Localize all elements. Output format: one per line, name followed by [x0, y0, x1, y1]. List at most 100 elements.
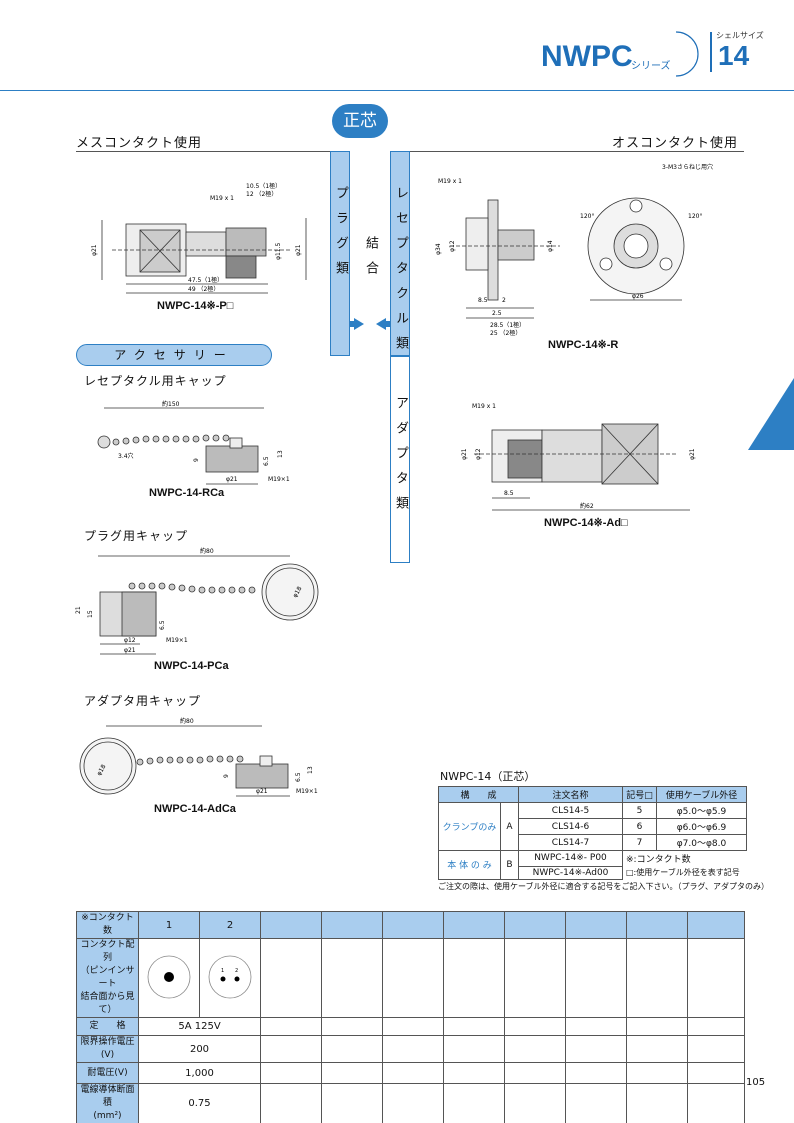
pcap-dim-5: φ12 [124, 637, 136, 644]
layout-2pin: 1 2 [199, 938, 261, 1018]
center-alignment-badge: 正芯 [332, 104, 388, 138]
plug-dim-5: φ21 [295, 244, 302, 256]
withstand-value: 1,000 [138, 1062, 261, 1084]
clamp-code: A [500, 802, 519, 851]
pcap-dim-4: 6.5 [159, 620, 166, 630]
table-row: 限界操作電圧(V) 200 [76, 1035, 745, 1063]
adcap-dim-5: φ21 [256, 788, 268, 795]
rating-label: 定 格 [76, 1017, 139, 1036]
order-code: 5 [622, 802, 657, 819]
rcap-heading: レセプタクル用キャップ [84, 374, 227, 388]
adcap-caption: NWPC-14-AdCa [154, 803, 236, 815]
rec-dim-2: φ34 [435, 243, 442, 255]
adcap-dim-0: 約80 [180, 717, 194, 725]
rec-dim-8: 8.5 [478, 297, 488, 304]
pcap-dim-7: φ21 [124, 647, 136, 654]
rcap-caption: NWPC-14-RCa [149, 487, 225, 499]
plug-dim-0: M19 x 1 [210, 195, 234, 202]
plug-column [330, 151, 350, 356]
mating-label: 結合 [363, 236, 378, 286]
rec-dim-3: φ12 [449, 240, 456, 252]
pcap-heading: プラグ用キャップ [84, 529, 189, 543]
order-table: 構 成 注文名称 記号□ 使用ケーブル外径 クランプのみ A CLS14-5 5… [438, 786, 747, 880]
rec-dim-1: 3-M3さらねじ用穴 [662, 163, 713, 171]
rec-dim-0: M19 x 1 [438, 178, 462, 185]
header-rule [0, 90, 794, 91]
layout-1pin [138, 938, 200, 1018]
table-row: ※コンタクト数 1 2 [76, 911, 745, 939]
series-suffix: シリーズ [631, 61, 671, 72]
rating-value: 5A 125V [138, 1017, 261, 1036]
pin-layout-1-icon [147, 955, 191, 998]
plug-dim-3: φ21 [91, 244, 98, 256]
voltage-label: 限界操作電圧(V) [76, 1035, 139, 1063]
order-name: CLS14-5 [518, 802, 623, 819]
arrow-left-icon [376, 318, 386, 330]
plug-dim-4: φ11.5 [275, 243, 282, 261]
rec-dim-4: φ14 [547, 240, 554, 252]
male-heading-rule [410, 151, 744, 152]
series-arc [675, 31, 699, 77]
order-cable: φ6.0〜φ6.9 [656, 818, 747, 835]
order-name: NWPC-14※- P00 [518, 850, 623, 867]
page-number: 105 [746, 1077, 766, 1088]
body-code: B [500, 850, 519, 880]
adcap-dim-2: 9 [223, 774, 230, 778]
plug-dim-6: 47.5（1極） [188, 276, 223, 284]
ad-dim-0: M19 x 1 [472, 403, 496, 410]
female-heading-rule [76, 151, 331, 152]
rcap-dim-2: 9 [193, 458, 200, 462]
rcap-dim-1: 3.4穴 [118, 452, 134, 460]
ad-dim-2: φ12 [475, 448, 482, 460]
spec-table: ※コンタクト数 1 2 コンタクト配列 （ピンインサート 結合面から見て） 1 … [76, 911, 745, 1123]
ad-dim-3: φ21 [689, 448, 696, 460]
rcap-dim-6: M19×1 [268, 476, 290, 483]
wire-value: 0.75 [138, 1083, 261, 1123]
rcap-dim-4: 13 [277, 450, 284, 458]
order-code: 6 [622, 818, 657, 835]
pcap-dim-1: 21 [75, 606, 82, 614]
shell-size-number: 14 [718, 40, 750, 71]
pcap-dim-2: 15 [87, 610, 94, 618]
rec-dim-5: 120° [580, 213, 594, 220]
order-name: CLS14-6 [518, 818, 623, 835]
ad-dim-5: 約62 [580, 502, 594, 510]
female-contact-heading: メスコンタクト使用 [76, 136, 203, 151]
pcap-caption: NWPC-14-PCa [154, 660, 229, 672]
rec-dim-11: 28.5（1極） [490, 321, 525, 329]
adcap-heading: アダプタ用キャップ [84, 694, 202, 708]
contact-count-1: 1 [138, 911, 200, 939]
layout-label: コンタクト配列 （ピンインサート 結合面から見て） [76, 938, 139, 1018]
rec-dim-7: φ26 [632, 293, 644, 300]
rcap-dim-0: 約150 [162, 400, 180, 408]
table-row: 本 体 の み B NWPC-14※- P00 ※:コンタクト数 [438, 850, 747, 880]
adcap-dim-3: 6.5 [295, 772, 302, 782]
adapter-column [390, 356, 410, 563]
adapter-caption: NWPC-14※-Ad□ [544, 517, 628, 529]
pcap-dim-0: 約80 [200, 547, 214, 555]
order-name: NWPC-14※-Ad00 [518, 865, 623, 880]
order-code: 7 [622, 834, 657, 851]
table-row: 電線導体断面積 (mm²) 0.75 [76, 1083, 745, 1123]
order-note-contacts: ※:コンタクト数 [622, 850, 747, 866]
shell-size-label: シェルサイズ [716, 31, 764, 40]
receptacle-column-label: レセプタクル類 [393, 186, 408, 361]
table-row: 定 格 5A 125V [76, 1017, 745, 1036]
plug-dim-2: 12 （2極） [246, 190, 277, 198]
clamp-label: クランプのみ [438, 802, 501, 851]
male-contact-heading: オスコンタクト使用 [612, 136, 739, 151]
wire-label: 電線導体断面積 (mm²) [76, 1083, 139, 1123]
table-row: コンタクト配列 （ピンインサート 結合面から見て） 1 2 [76, 938, 745, 1018]
table-row: クランプのみ A CLS14-5 5 φ5.0〜φ5.9 [438, 802, 747, 851]
pin-label-1: 1 [221, 968, 224, 974]
order-name: CLS14-7 [518, 834, 623, 851]
contacts-label: ※コンタクト数 [76, 911, 139, 939]
table-row: CLS14-7 7 φ7.0〜φ8.0 [439, 834, 747, 851]
adcap-dim-6: M19×1 [296, 788, 318, 795]
order-header-config: 構 成 [438, 786, 519, 803]
pin-layout-2-icon: 1 2 [208, 955, 252, 998]
plug-column-label: プラグ類 [333, 186, 348, 286]
adapter-column-label: アダプタ類 [393, 396, 408, 521]
adcap-dim-1: φ18 [96, 763, 108, 777]
rec-dim-10: 2.5 [492, 310, 502, 317]
